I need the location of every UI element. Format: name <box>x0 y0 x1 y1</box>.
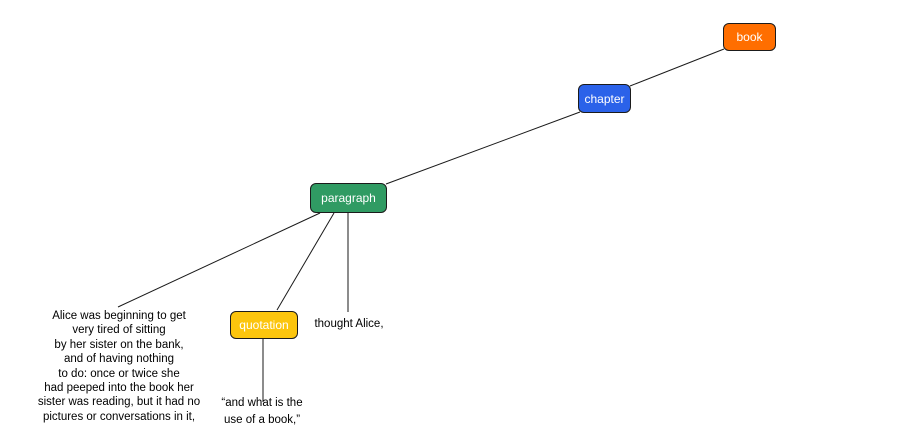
text-line: had peeped into the book her <box>44 382 194 395</box>
tree-node-quotation[interactable]: quotation <box>230 311 298 339</box>
text-line: sister was reading, but it had no <box>37 396 201 409</box>
edge-book-chapter <box>629 48 725 87</box>
leaf-paragraph-text: Alice was beginning to get very tired of… <box>17 309 221 424</box>
text-line: very tired of sitting <box>72 324 166 337</box>
leaf-thought-text: thought Alice, <box>303 317 395 331</box>
edge-paragraph-quotation <box>276 212 335 311</box>
tree-node-chapter[interactable]: chapter <box>578 84 631 113</box>
tree-node-paragraph[interactable]: paragraph <box>310 183 387 213</box>
tree-node-chapter-label: chapter <box>584 91 625 106</box>
text-line: by her sister on the bank, <box>54 338 184 351</box>
tree-node-quotation-label: quotation <box>239 318 289 332</box>
leaf-quote-text: “and what is the use of a book,” <box>207 395 317 428</box>
edge-chapter-paragraph <box>385 111 581 185</box>
text-line: thought Alice, <box>314 318 384 330</box>
text-line: pictures or conversations in it, <box>42 410 196 423</box>
text-line: “and what is the <box>221 397 303 409</box>
edge-paragraph-text <box>117 212 321 308</box>
text-line: to do: once or twice she <box>58 367 180 380</box>
tree-node-book[interactable]: book <box>723 23 776 51</box>
text-line: use of a book,” <box>223 413 301 426</box>
tree-node-book-label: book <box>736 30 763 44</box>
text-line: Alice was beginning to get <box>52 310 186 322</box>
tree-node-paragraph-label: paragraph <box>321 191 376 205</box>
text-line: and of having nothing <box>64 353 174 366</box>
